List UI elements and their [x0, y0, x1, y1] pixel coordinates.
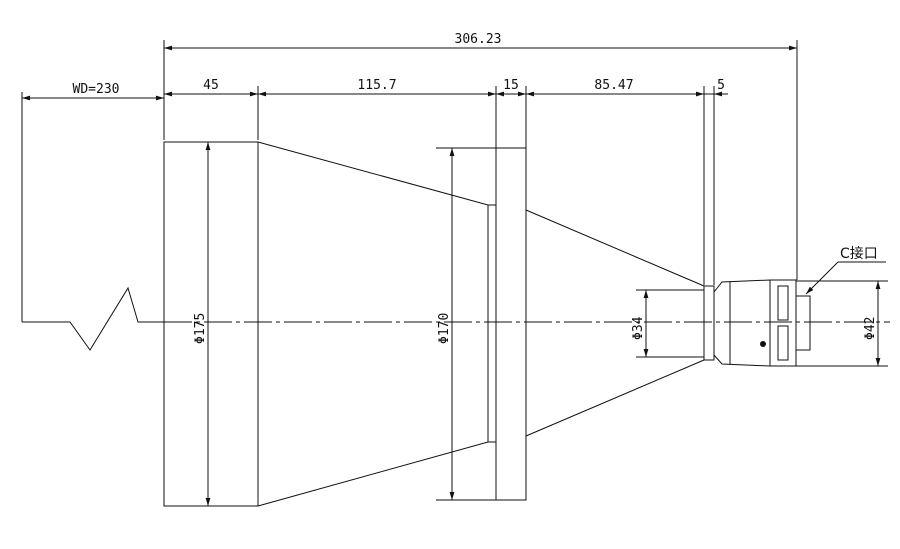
dia-34-text: Φ34: [631, 316, 646, 340]
rear-cone-bottom: [525, 359, 705, 437]
dim-total-text: 306.23: [455, 32, 502, 47]
dim-85-text: 85.47: [594, 78, 633, 93]
cone-top: [257, 141, 496, 206]
rear-cone-top: [525, 209, 705, 287]
front-barrel: [163, 141, 259, 507]
neck-ring: [703, 285, 715, 361]
dia-170-text: Φ170: [437, 313, 452, 344]
flange: [495, 147, 527, 501]
dim-115-text: 115.7: [357, 78, 396, 93]
wd-break-line: [22, 286, 164, 351]
mount-dot: [760, 341, 766, 347]
dia-42-text: Φ42: [863, 317, 878, 340]
mount-knurl-bottom: [777, 325, 789, 361]
dim-5-text: 5: [717, 78, 725, 93]
dim-wd-text: WD=230: [73, 82, 120, 97]
dim-45-text: 45: [203, 78, 219, 93]
mount-thread: [769, 279, 797, 367]
c-mount-label: C接口: [840, 245, 878, 262]
mount-knurl-top: [777, 285, 789, 321]
dim-15-text: 15: [503, 78, 519, 93]
dia-175-text: Φ175: [193, 313, 208, 344]
mount-body: [713, 279, 771, 367]
c-mount-rear: [795, 295, 811, 351]
cone-bottom: [257, 441, 496, 507]
label-leader: [805, 261, 839, 295]
